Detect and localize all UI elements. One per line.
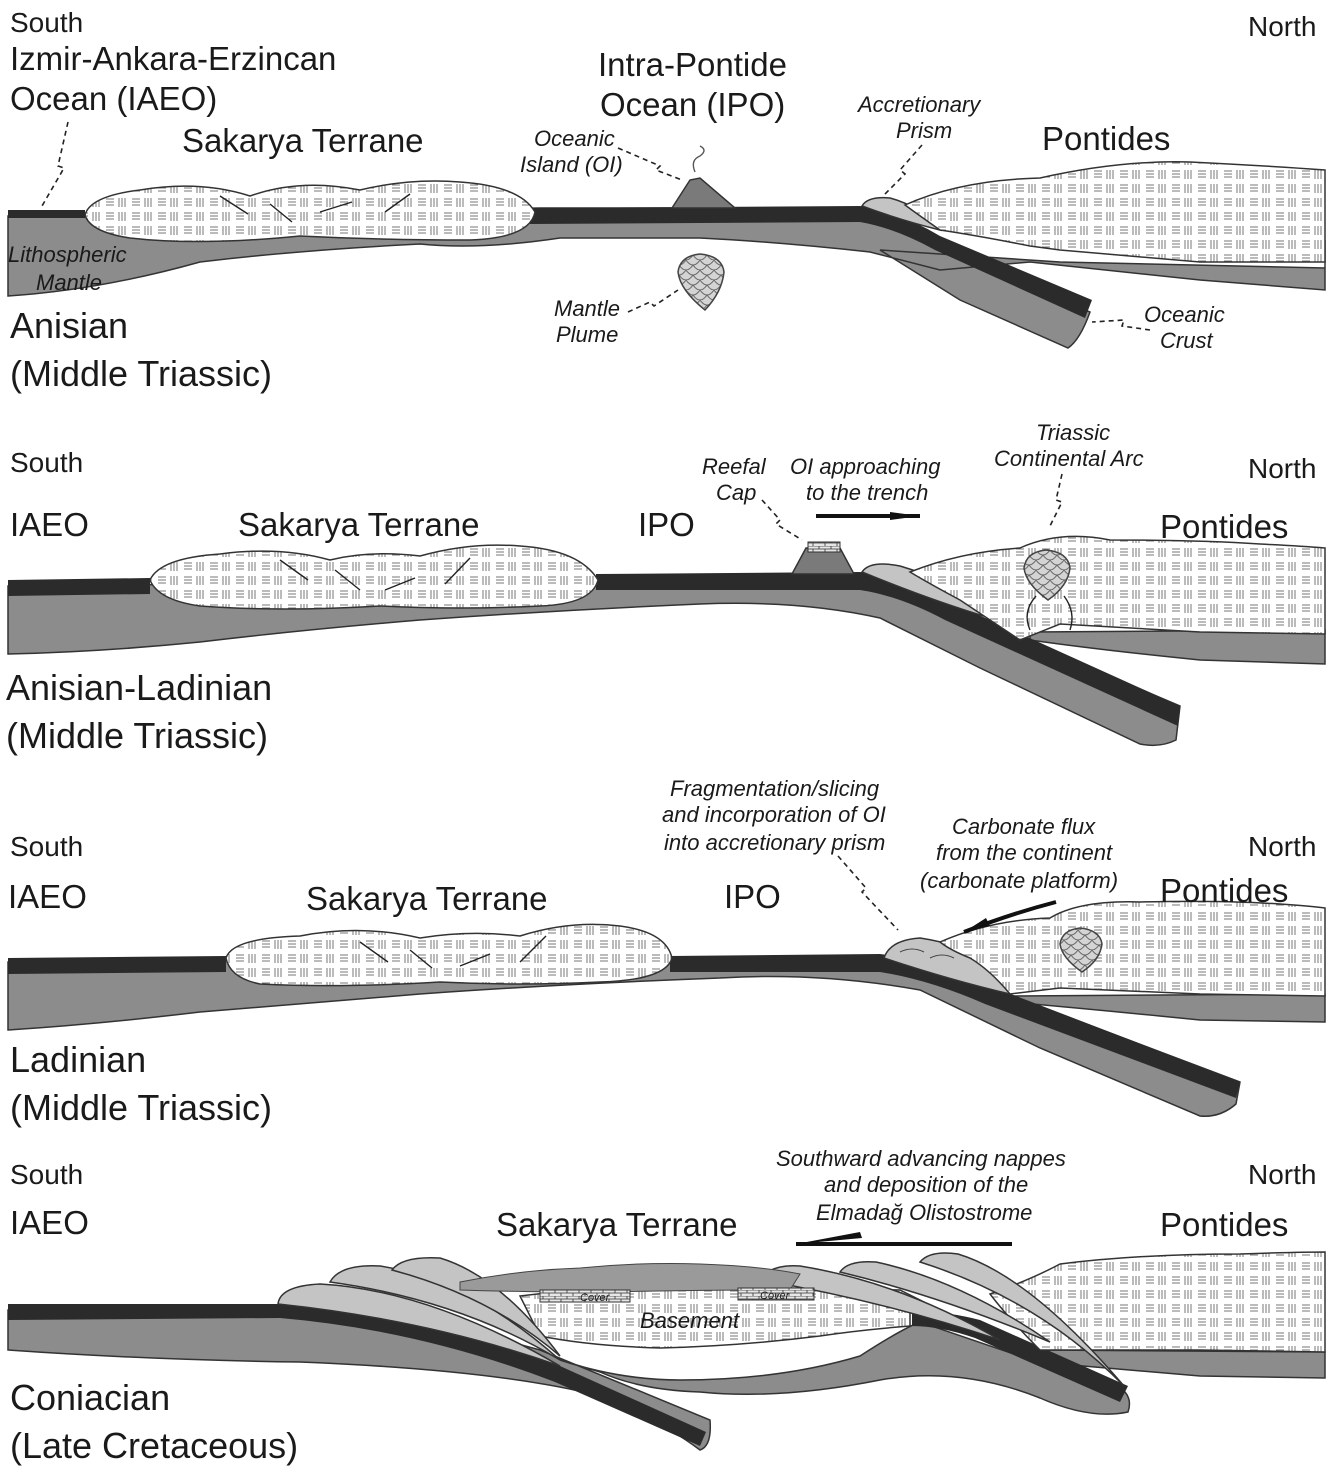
sakarya-terrane-block (85, 181, 535, 242)
iaeo-label-line1: Izmir-Ankara-Erzincan (10, 40, 336, 77)
nappe-label-line2: and deposition of the (824, 1172, 1028, 1197)
mantle-label-line1: Lithospheric (8, 242, 127, 267)
ipo-label: IPO (724, 878, 781, 915)
sakarya-label: Sakarya Terrane (182, 122, 424, 159)
pontides-block (905, 162, 1325, 262)
nappe-label-line1: Southward advancing nappes (776, 1146, 1066, 1171)
reef-label-line2: Cap (716, 480, 756, 505)
pointer-frag (838, 856, 898, 930)
pointer-crust (1092, 320, 1150, 330)
period-title: (Middle Triassic) (6, 715, 268, 756)
mantle-label-line2: Mantle (36, 270, 102, 295)
sakarya-label: Sakarya Terrane (496, 1206, 738, 1243)
arc-label-line2: Continental Arc (994, 446, 1144, 471)
south-label: South (10, 7, 83, 38)
pointer-arc (1050, 474, 1062, 526)
iaeo-label-line2: Ocean (IAEO) (10, 80, 217, 117)
volcano-plume-icon (693, 146, 704, 172)
sakarya-label: Sakarya Terrane (238, 506, 480, 543)
south-label: South (10, 447, 83, 478)
cover-label-1: Cover (580, 1292, 611, 1304)
oi-label-line2: Island (OI) (520, 152, 623, 177)
stage-title: Coniacian (10, 1377, 170, 1418)
stage-title: Anisian (10, 305, 128, 346)
arrowhead-icon (890, 512, 920, 520)
iaeo-label: IAEO (10, 1204, 89, 1241)
nappe-label-line3: Elmadağ Olistostrome (816, 1200, 1032, 1225)
pontides-label: Pontides (1160, 872, 1288, 909)
pontides-label: Pontides (1160, 1206, 1288, 1243)
approach-label-line1: OI approaching (790, 454, 941, 479)
north-label: North (1248, 831, 1316, 862)
crust-label-line1: Oceanic (1144, 302, 1225, 327)
reef-label-line1: Reefal (702, 454, 767, 479)
stage-title: Ladinian (10, 1039, 146, 1080)
oi-label-line1: Oceanic (534, 126, 615, 151)
period-title: (Middle Triassic) (10, 1087, 272, 1128)
reefal-cap (808, 542, 840, 552)
sakarya-terrane-block (226, 924, 672, 985)
period-title: (Late Cretaceous) (10, 1425, 298, 1466)
pontides-label: Pontides (1160, 508, 1288, 545)
ipo-label-line1: Intra-Pontide (598, 46, 787, 83)
stage-title: Anisian-Ladinian (6, 667, 272, 708)
pointer-plume (628, 290, 678, 312)
south-label: South (10, 831, 83, 862)
approach-label-line2: to the trench (806, 480, 928, 505)
cover-label-2: Cover (760, 1290, 791, 1302)
prism-label-line1: Accretionary (856, 92, 982, 117)
north-label: North (1248, 1159, 1316, 1190)
pontides-label: Pontides (1042, 120, 1170, 157)
pointer-prism (883, 145, 922, 196)
iaeo-label: IAEO (8, 878, 87, 915)
sakarya-terrane-block (150, 545, 598, 609)
prism-label-line2: Prism (896, 118, 952, 143)
frag-label-line3: into accretionary prism (664, 830, 885, 855)
iaeo-label: IAEO (10, 506, 89, 543)
crust-label-line2: Crust (1160, 328, 1213, 353)
oceanic-island (672, 178, 735, 208)
panel-ladinian (8, 856, 1325, 1116)
plume-label-line2: Plume (556, 322, 618, 347)
mantle-plume (678, 254, 724, 310)
arc-label-line1: Triassic (1036, 420, 1110, 445)
panel-coniacian (8, 1232, 1325, 1450)
sakarya-label: Sakarya Terrane (306, 880, 548, 917)
frag-label-line1: Fragmentation/slicing (670, 776, 880, 801)
north-label: North (1248, 453, 1316, 484)
pointer-iaeo (42, 122, 68, 206)
basement-label: Basement (640, 1308, 740, 1333)
pointer-reef (762, 500, 802, 540)
carb-label-line2: from the continent (936, 840, 1113, 865)
ipo-label-line2: Ocean (IPO) (600, 86, 785, 123)
ipo-label: IPO (638, 506, 695, 543)
north-label: North (1248, 11, 1316, 42)
pointer-oi (618, 148, 682, 180)
period-title: (Middle Triassic) (10, 353, 272, 394)
south-label: South (10, 1159, 83, 1190)
carb-label-line3: (carbonate platform) (920, 868, 1118, 893)
frag-label-line2: and incorporation of OI (662, 802, 886, 827)
plume-label-line1: Mantle (554, 296, 620, 321)
carb-label-line1: Carbonate flux (952, 814, 1096, 839)
